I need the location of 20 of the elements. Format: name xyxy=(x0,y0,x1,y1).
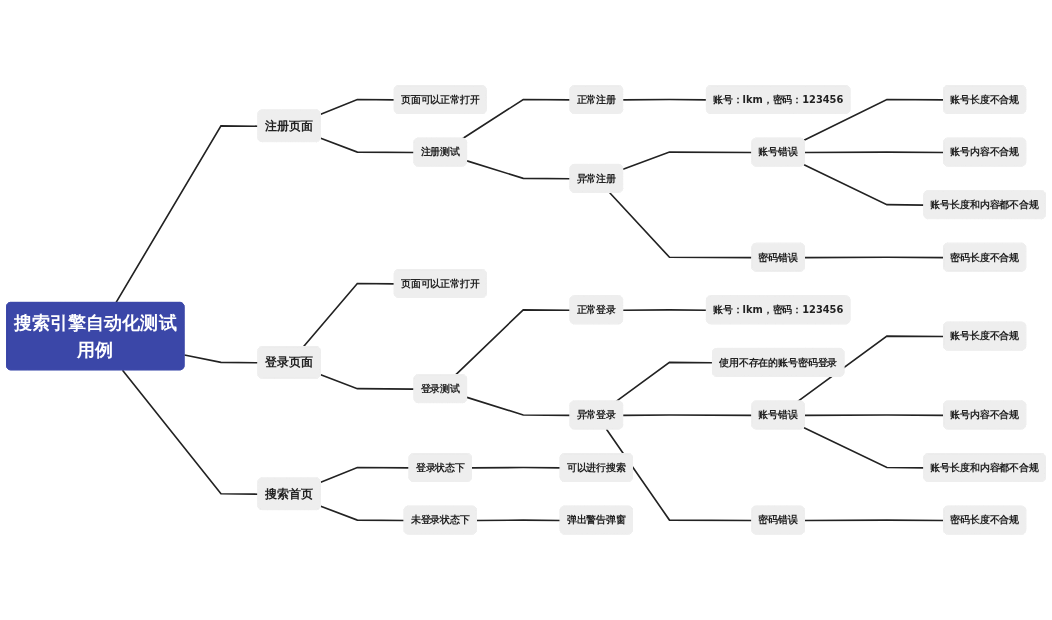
connector xyxy=(319,98,396,116)
connector xyxy=(803,98,945,142)
connector xyxy=(461,98,572,140)
connector xyxy=(319,466,411,484)
connector xyxy=(319,505,406,522)
connector xyxy=(804,414,945,417)
connector xyxy=(797,335,945,403)
connector xyxy=(466,160,572,180)
connector xyxy=(476,519,562,522)
connector xyxy=(804,256,945,259)
connector xyxy=(622,309,708,312)
connector xyxy=(471,466,562,469)
connector xyxy=(319,137,416,154)
connector xyxy=(466,396,572,417)
connector xyxy=(804,519,945,522)
connector xyxy=(622,98,708,101)
connector xyxy=(615,361,714,403)
connector xyxy=(302,282,396,348)
connector xyxy=(804,151,945,154)
connector xyxy=(319,374,416,391)
